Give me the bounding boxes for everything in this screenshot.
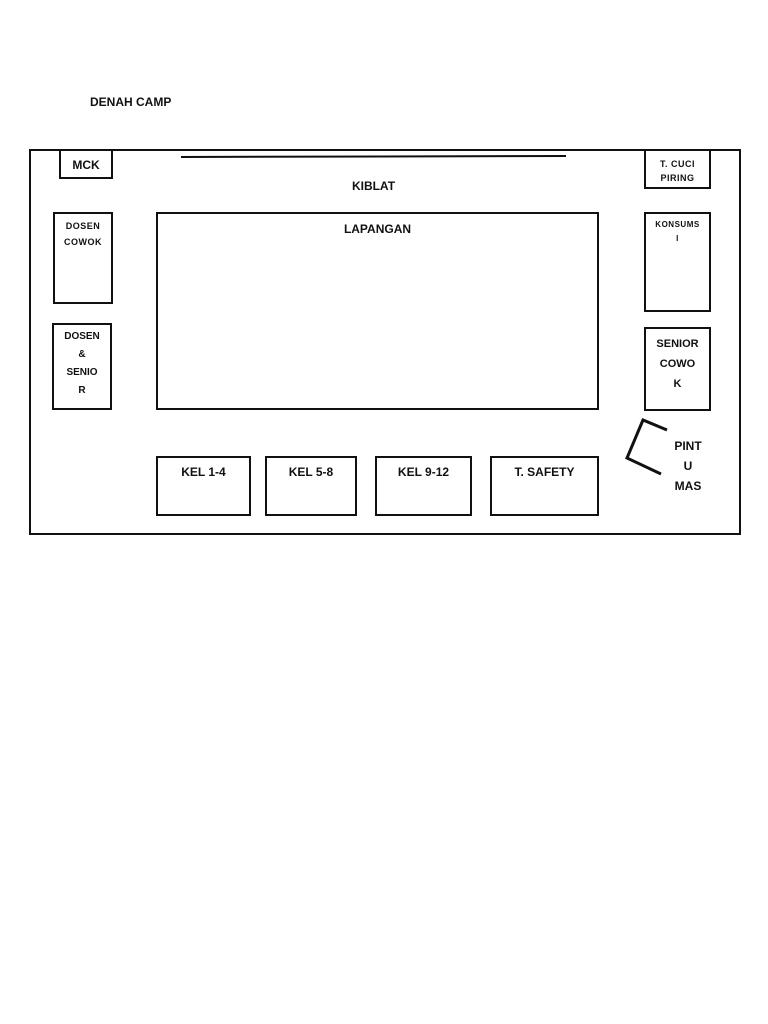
room-t-cuci-line2: PIRING bbox=[660, 173, 695, 183]
room-mck: MCK bbox=[59, 149, 113, 179]
room-dosen-senior-line3: SENIO bbox=[66, 367, 98, 378]
room-t-cuci-line1: T. CUCI bbox=[660, 159, 695, 169]
room-senior-cowok-line3: K bbox=[673, 378, 682, 390]
room-kel-9-12: KEL 9-12 bbox=[375, 456, 472, 516]
room-dosen-senior: DOSEN & SENIO R bbox=[52, 323, 112, 410]
room-dosen-senior-line2: & bbox=[78, 349, 86, 360]
gate-icon bbox=[625, 418, 668, 476]
kiblat-line bbox=[180, 154, 567, 158]
page-title: DENAH CAMP bbox=[90, 95, 172, 109]
room-kel-5-8-label: KEL 5-8 bbox=[288, 465, 334, 479]
room-senior-cowok-line1: SENIOR bbox=[656, 338, 699, 350]
room-kel-9-12-label: KEL 9-12 bbox=[397, 465, 450, 479]
room-kel-1-4-label: KEL 1-4 bbox=[181, 465, 226, 479]
room-dosen-cowok-line1: DOSEN bbox=[65, 221, 101, 231]
room-t-cuci-piring: T. CUCI PIRING bbox=[644, 149, 711, 189]
room-senior-cowok: SENIOR COWO K bbox=[644, 327, 711, 411]
pintu-line2: U bbox=[683, 459, 693, 473]
pintu-line1: PINT bbox=[674, 439, 702, 453]
room-konsumsi-line1: KONSUMS bbox=[655, 220, 700, 229]
room-t-safety-label: T. SAFETY bbox=[514, 465, 575, 479]
room-dosen-cowok: DOSEN COWOK bbox=[53, 212, 113, 304]
room-mck-label: MCK bbox=[72, 158, 100, 172]
room-lapangan: LAPANGAN bbox=[156, 212, 599, 410]
pintu-line3: MAS bbox=[674, 479, 702, 493]
kiblat-label: KIBLAT bbox=[351, 179, 396, 193]
room-konsumsi-line2: I bbox=[676, 234, 679, 243]
room-kel-5-8: KEL 5-8 bbox=[265, 456, 357, 516]
camp-map: KIBLAT MCK T. CUCI PIRING DOSEN COWOK DO… bbox=[29, 149, 741, 535]
room-dosen-senior-line1: DOSEN bbox=[64, 331, 100, 342]
room-kel-1-4: KEL 1-4 bbox=[156, 456, 251, 516]
room-senior-cowok-line2: COWO bbox=[659, 358, 696, 370]
room-konsumsi: KONSUMS I bbox=[644, 212, 711, 312]
room-t-safety: T. SAFETY bbox=[490, 456, 599, 516]
room-lapangan-label: LAPANGAN bbox=[343, 222, 412, 236]
room-dosen-senior-line4: R bbox=[78, 385, 86, 396]
pintu-masuk-label: PINT U MAS bbox=[663, 436, 713, 496]
room-dosen-cowok-line2: COWOK bbox=[64, 237, 102, 247]
